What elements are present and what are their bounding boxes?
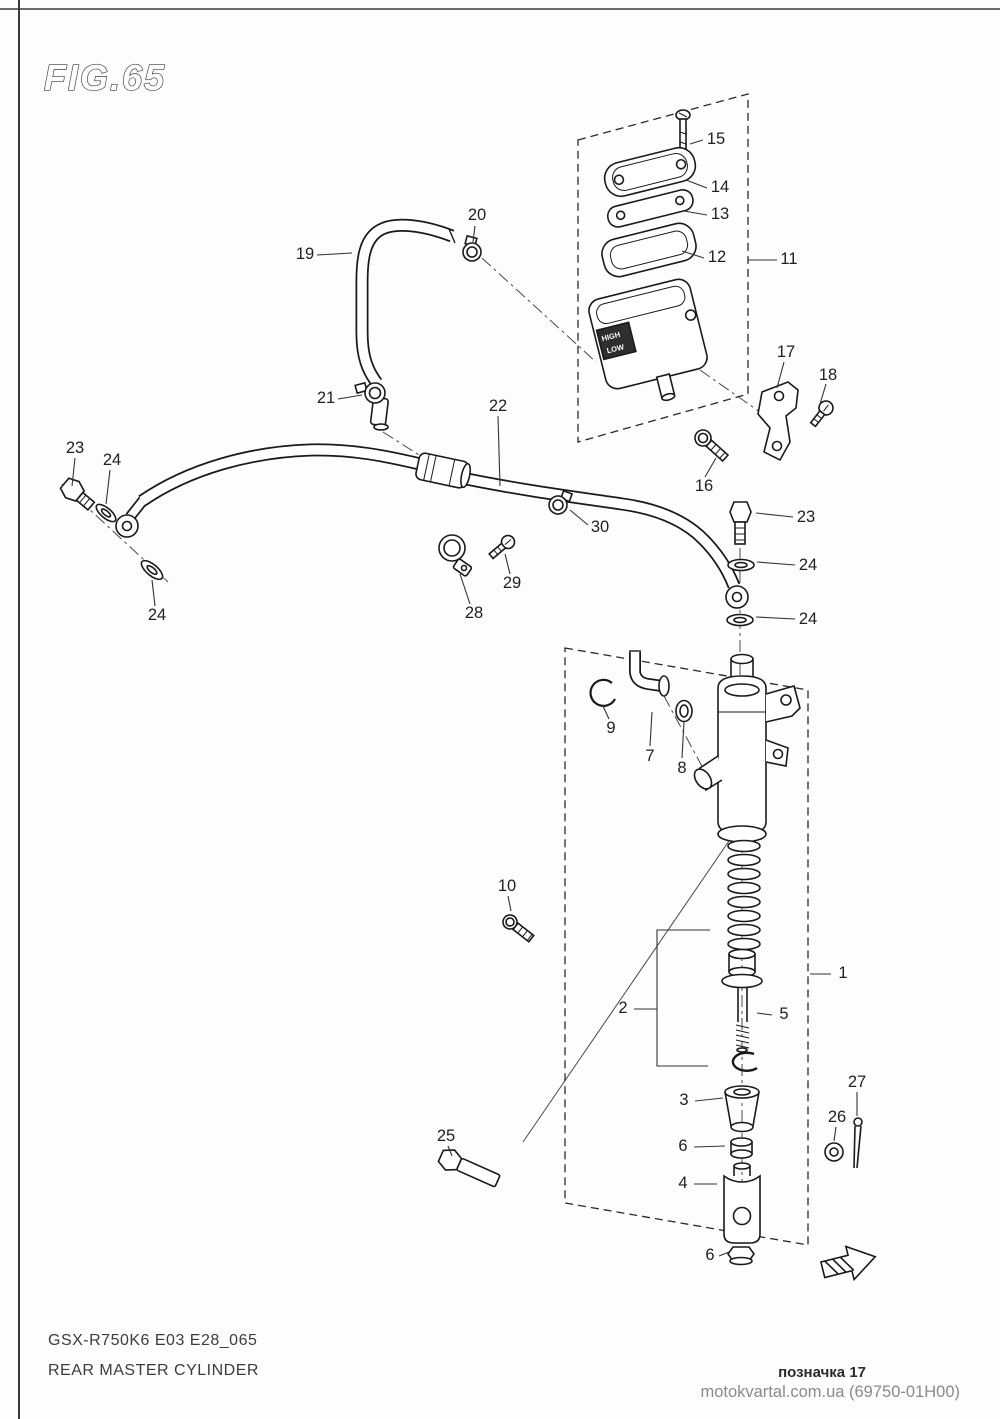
part-label-29: 29 [503,574,521,592]
spring-2 [727,839,761,951]
part-label-1: 1 [838,964,847,982]
part-label-16: 16 [695,477,713,495]
reservoir-high-label: HIGH [601,330,621,343]
axis-lines [61,257,761,1250]
watermark: motokvartal.com.ua (69750-01H00) [700,1383,960,1401]
nut-6-bottom [727,1246,755,1266]
part-label-6: 6 [705,1246,714,1264]
boot-3 [724,1085,760,1133]
part-label-9: 9 [606,719,615,737]
reservoir-low-label: LOW [606,342,626,355]
washer-26 [824,1142,844,1162]
push-rod-5 [721,973,763,1053]
hose-22-connector [415,452,472,489]
hose-clamp-21 [354,381,386,404]
part-label-18: 18 [819,366,837,384]
part-label-19: 19 [296,245,314,263]
hose-22-right-eye [725,585,749,609]
banjo-bolt-23-right [729,501,752,545]
reservoir-box [577,93,749,443]
screw-29 [488,534,516,560]
part-label-23: 23 [66,439,84,457]
nut-6-mid [730,1137,753,1159]
screw-18 [809,400,834,428]
part-label-2: 2 [618,999,627,1017]
reservoir-diaphragm-12 [601,222,697,278]
washer-24-right-upper [727,558,755,572]
figure-title: REAR MASTER CYLINDER [48,1362,259,1379]
footer-note: позначка 17 [778,1364,866,1381]
reservoir-bracket-17 [757,381,799,462]
part-label-10: 10 [498,877,516,895]
hose-22 [125,443,741,589]
part-label-6: 6 [678,1137,687,1155]
part-label-24: 24 [799,610,817,628]
frame-clamp-28 [438,534,473,577]
part-label-30: 30 [591,518,609,536]
part-label-25: 25 [437,1127,455,1145]
bolt-25 [437,1149,501,1188]
part-label-24: 24 [103,451,121,469]
part-label-21: 21 [317,389,335,407]
circlip-9 [589,678,616,707]
part-label-8: 8 [677,759,686,777]
piston-cup [728,948,756,978]
hose-22-left-eye [115,514,139,538]
elbow-joint-7 [629,650,670,697]
part-label-23: 23 [797,508,815,526]
washer-24-left-lower [140,559,164,581]
part-label-12: 12 [708,248,726,266]
o-ring-8 [675,699,693,723]
part-label-24: 24 [148,606,166,624]
bolt-16 [694,429,730,463]
part-label-28: 28 [465,604,483,622]
cotter-pin-27 [853,1117,863,1169]
part-label-15: 15 [707,130,725,148]
reservoir-plate-13 [606,189,694,228]
part-label-14: 14 [711,178,729,196]
washer-24-right-lower [726,613,754,627]
bolt-10 [502,914,535,943]
part-label-17: 17 [777,343,795,361]
part-label-26: 26 [828,1108,846,1126]
master-cylinder-body [693,653,801,843]
clevis-joint-4 [723,1162,761,1244]
hose-19 [355,218,456,387]
reservoir-body-11: HIGH LOW [588,278,708,402]
leader-lines [71,139,858,1257]
hose-clamp-20 [462,234,482,262]
washer-24-left-upper [95,503,117,523]
part-label-22: 22 [489,397,507,415]
part-label-20: 20 [468,206,486,224]
part-label-5: 5 [779,1005,788,1023]
part-label-7: 7 [645,747,654,765]
part-label-4: 4 [678,1174,687,1192]
part-label-24: 24 [799,556,817,574]
snap-ring [731,1051,758,1072]
model-code: GSX-R750K6 E03 E28_065 [48,1332,257,1349]
banjo-bolt-23-left [59,477,96,512]
hose-clamp-30 [548,489,574,515]
figure-number: FIG.65 [44,57,166,98]
direction-arrow [819,1245,877,1282]
part-label-3: 3 [679,1091,688,1109]
part-label-11: 11 [780,250,797,268]
part-label-27: 27 [848,1073,866,1091]
part-label-13: 13 [711,205,729,223]
bolt25-axis-line [522,799,758,1143]
reservoir-cap-14 [603,146,697,198]
